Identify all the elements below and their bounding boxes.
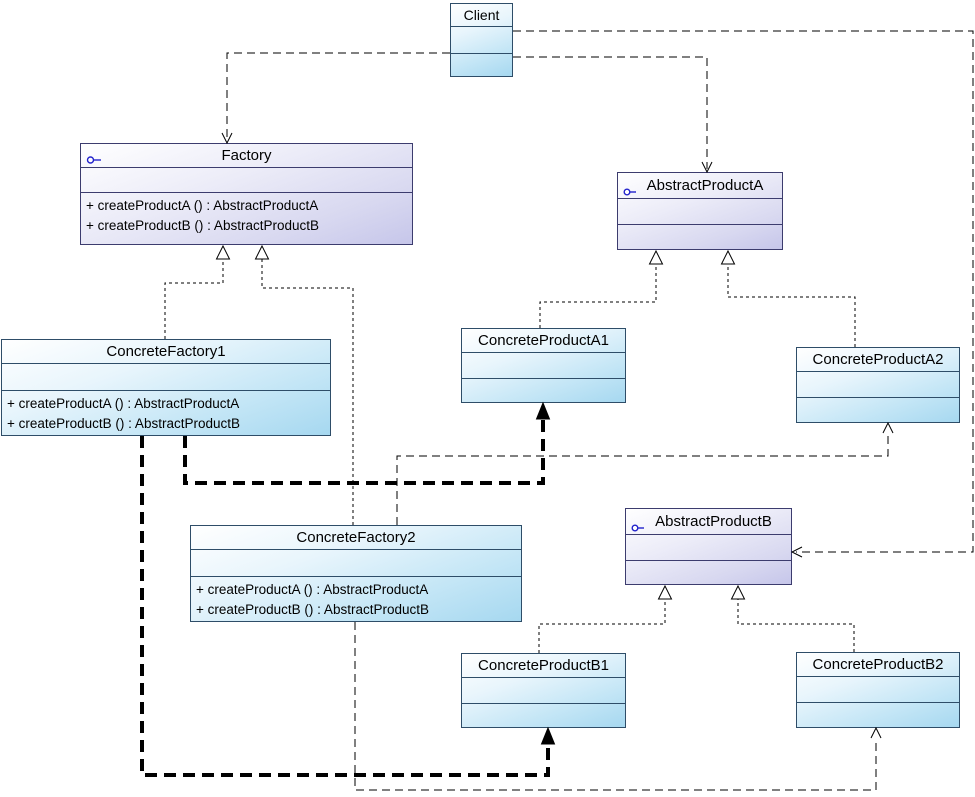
class-title: ConcreteProductA1 (462, 329, 625, 353)
class-concrete-factory-2[interactable]: ConcreteFactory2 + createProductA () : A… (190, 525, 522, 622)
class-title: ConcreteProductB1 (462, 654, 625, 678)
attributes-compartment (2, 364, 330, 391)
attributes-compartment (797, 677, 959, 703)
class-title: AbstractProductA (618, 173, 782, 199)
class-factory[interactable]: Factory + createProductA () : AbstractPr… (80, 143, 413, 245)
attributes-compartment (618, 199, 782, 225)
attributes-compartment (462, 678, 625, 704)
class-concrete-product-b2[interactable]: ConcreteProductB2 (796, 652, 960, 728)
method-create-product-a: + createProductA () : AbstractProductA (196, 582, 429, 597)
class-concrete-factory-1[interactable]: ConcreteFactory1 + createProductA () : A… (1, 339, 331, 436)
class-concrete-product-a1[interactable]: ConcreteProductA1 (461, 328, 626, 403)
attributes-compartment (797, 372, 959, 398)
dependency-client-abstract-product-a[interactable] (513, 56, 713, 174)
class-title: ConcreteFactory1 (2, 340, 330, 364)
dependency-client-abstract-product-b[interactable] (513, 30, 974, 558)
class-concrete-product-a2[interactable]: ConcreteProductA2 (796, 347, 960, 423)
methods-compartment (462, 704, 625, 727)
realization-concrete-product-a1-abstract-product-a[interactable] (539, 249, 664, 328)
methods-compartment (618, 225, 782, 249)
class-title: ConcreteProductA2 (797, 348, 959, 372)
method-create-product-b: + createProductB () : AbstractProductB (196, 602, 429, 617)
interface-icon (623, 180, 637, 198)
class-title: ConcreteProductB2 (797, 653, 959, 677)
attributes-compartment (451, 27, 512, 54)
methods-compartment (462, 379, 625, 402)
method-create-product-a: + createProductA () : AbstractProductA (7, 396, 240, 411)
class-title: Factory (81, 144, 412, 168)
method-create-product-b: + createProductB () : AbstractProductB (86, 218, 319, 233)
class-title: Client (451, 4, 512, 27)
methods-compartment: + createProductA () : AbstractProductA +… (81, 193, 412, 244)
realization-concrete-factory-1-factory[interactable] (164, 244, 231, 339)
dependency-client-factory[interactable] (221, 52, 450, 145)
interface-icon (86, 149, 104, 167)
methods-compartment: + createProductA () : AbstractProductA +… (2, 391, 330, 435)
class-abstract-product-a[interactable]: AbstractProductA (617, 172, 783, 250)
methods-compartment: + createProductA () : AbstractProductA +… (191, 577, 521, 621)
class-title: ConcreteFactory2 (191, 526, 521, 550)
methods-compartment (626, 561, 791, 584)
class-title: AbstractProductB (626, 509, 791, 535)
method-create-product-b: + createProductB () : AbstractProductB (7, 416, 240, 431)
attributes-compartment (626, 535, 791, 561)
class-abstract-product-b[interactable]: AbstractProductB (625, 508, 792, 585)
attributes-compartment (81, 168, 412, 193)
class-concrete-product-b1[interactable]: ConcreteProductB1 (461, 653, 626, 728)
methods-compartment (451, 54, 512, 76)
attributes-compartment (191, 550, 521, 577)
realization-concrete-product-b1-abstract-product-b[interactable] (538, 584, 673, 653)
class-client[interactable]: Client (450, 3, 513, 77)
methods-compartment (797, 703, 959, 727)
realization-concrete-product-a2-abstract-product-a[interactable] (720, 249, 856, 347)
method-create-product-a: + createProductA () : AbstractProductA (86, 198, 319, 213)
interface-icon (631, 516, 645, 534)
attributes-compartment (462, 353, 625, 379)
methods-compartment (797, 398, 959, 422)
realization-concrete-product-b2-abstract-product-b[interactable] (730, 584, 855, 652)
